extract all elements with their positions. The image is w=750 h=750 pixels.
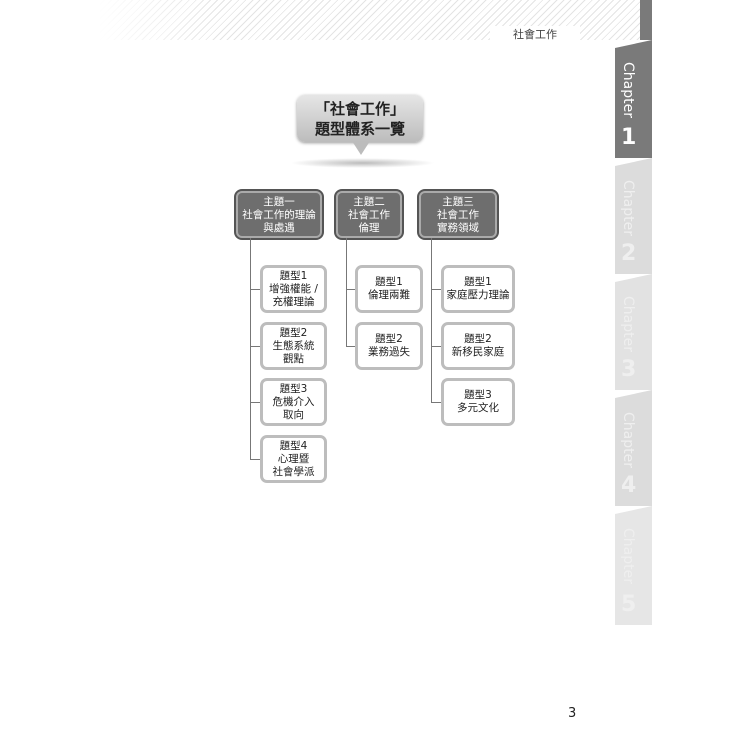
chapter-tab-number: 2 [621, 241, 637, 266]
theme-line: 主題二 [353, 196, 385, 208]
question-type-line: 社會學派 [272, 465, 315, 478]
question-type-line: 題型1 [375, 276, 403, 288]
question-type-line: 題型2 [464, 333, 492, 345]
theme-line: 社會工作的理論 [242, 209, 316, 221]
question-type-line: 題型3 [464, 389, 492, 401]
theme-line: 實務領域 [437, 222, 479, 234]
chapter-tab-number: 3 [621, 357, 637, 382]
theme-line: 倫理 [358, 222, 380, 234]
chapter-tab-label: Chapter [620, 296, 636, 352]
question-type-line: 危機介入 [272, 395, 315, 408]
question-type-line: 倫理兩難 [368, 289, 410, 301]
chapter-tab-1[interactable]: Chapter 1 [615, 40, 652, 158]
connector-branch [346, 346, 355, 347]
connector-branch [431, 289, 441, 290]
question-type-line: 取向 [283, 408, 304, 421]
connector-branch [250, 459, 260, 460]
chapter-tab-number: 1 [621, 125, 637, 150]
question-type-line: 多元文化 [457, 402, 499, 414]
chapter-tab-4[interactable]: Chapter 4 [615, 390, 652, 506]
theme-line: 社會工作 [437, 209, 479, 221]
chapter-tab-label: Chapter [620, 528, 636, 584]
connector-line [346, 238, 347, 346]
chapter-tab-label: Chapter [620, 180, 636, 236]
connector-branch [250, 402, 260, 403]
question-type-line: 生態系統 [272, 339, 315, 352]
chapter-tab-5[interactable]: Chapter 5 [615, 506, 652, 625]
question-type-line: 題型3 [279, 382, 308, 395]
question-type-line: 心理暨 [277, 452, 310, 465]
connector-branch [346, 289, 355, 290]
chapter-tab-3[interactable]: Chapter 3 [615, 274, 652, 390]
title-shadow [290, 158, 435, 168]
title-pointer [352, 141, 370, 155]
chapter-tab-number: 4 [621, 473, 637, 498]
theme-line: 與處遇 [263, 222, 295, 234]
theme-box-2: 主題二社會工作倫理 [336, 191, 402, 238]
connector-branch [250, 289, 260, 290]
connector-branch [431, 346, 441, 347]
question-type-line: 題型2 [375, 333, 403, 345]
question-type-line: 充權理論 [272, 295, 315, 308]
chapter-tab-number: 5 [621, 592, 637, 617]
connector-line [250, 238, 251, 459]
running-header: 社會工作 [490, 26, 580, 44]
theme-line: 社會工作 [348, 209, 390, 221]
connector-branch [431, 402, 441, 403]
question-type-line: 增強權能 / [269, 282, 318, 295]
question-type-line: 業務過失 [368, 346, 410, 358]
page-number: 3 [568, 706, 577, 721]
theme-box-1: 主題一社會工作的理論與處遇 [236, 191, 322, 238]
question-type-line: 家庭壓力理論 [446, 289, 510, 301]
header-fade [98, 0, 218, 40]
connector-line [431, 238, 432, 402]
diagram-title: 「社會工作」 題型體系一覽 [297, 95, 423, 142]
question-type-line: 題型2 [279, 326, 308, 339]
title-line-2: 題型體系一覽 [314, 120, 405, 138]
theme-line: 主題三 [442, 196, 474, 208]
theme-line: 主題一 [263, 196, 295, 208]
chapter-tab-label: Chapter [620, 412, 636, 468]
chapter-tab-2[interactable]: Chapter 2 [615, 158, 652, 274]
theme-box-3: 主題三社會工作實務領域 [419, 191, 497, 238]
chapter-tab-label: Chapter [620, 62, 636, 118]
question-type-line: 觀點 [283, 352, 304, 365]
question-type-line: 題型1 [279, 269, 308, 282]
connector-branch [250, 346, 260, 347]
title-line-1: 「社會工作」 [314, 100, 405, 118]
header-bar [640, 0, 652, 40]
question-type-line: 新移民家庭 [451, 346, 505, 358]
question-type-line: 題型1 [464, 276, 492, 288]
question-type-line: 題型4 [279, 439, 308, 452]
